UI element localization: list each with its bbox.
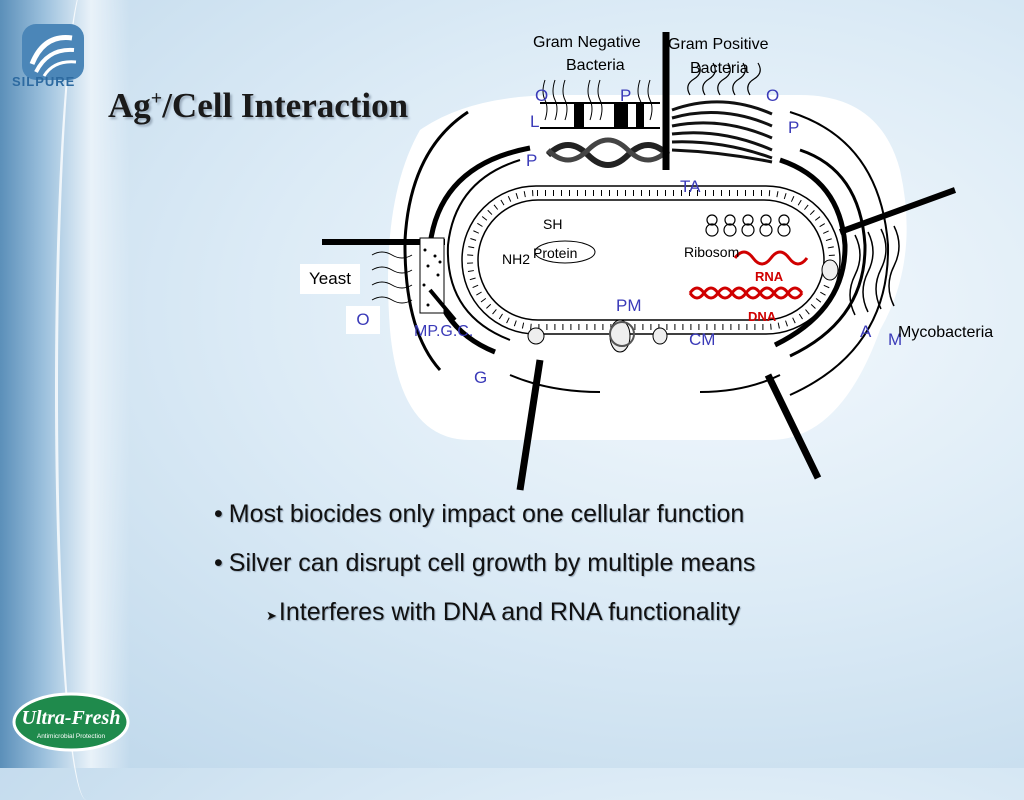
- label-p-right: P: [788, 118, 800, 137]
- gram-positive-label: Gram Positive: [668, 36, 769, 53]
- label-p-top: P: [620, 86, 632, 105]
- svg-text:Ultra-Fresh: Ultra-Fresh: [22, 707, 121, 729]
- label-ta: TA: [680, 177, 701, 196]
- ultra-fresh-logo-icon: Ultra-Fresh Antimicrobial Protection: [12, 692, 130, 752]
- label-o-top-left: O: [535, 86, 549, 105]
- nh2-label: NH2: [502, 251, 531, 267]
- mp-gc-label: MP.G.C.: [414, 323, 474, 340]
- silpure-logo-icon: [22, 24, 84, 80]
- cm-label: CM: [689, 330, 716, 349]
- label-o-top-right: O: [766, 86, 780, 105]
- cell-diagram: [322, 32, 957, 491]
- yeast-label: Yeast: [300, 264, 360, 294]
- bullet-item: •Silver can disrupt cell growth by multi…: [214, 549, 756, 577]
- rna-label: RNA: [755, 269, 784, 284]
- page-title: Ag+/Cell Interaction: [108, 86, 409, 125]
- sh-label: SH: [543, 216, 563, 232]
- sub-bullet-item: ➤Interferes with DNA and RNA functionali…: [266, 598, 741, 626]
- bullet-item: •Most biocides only impact one cellular …: [214, 500, 745, 528]
- bullet-list: •Most biocides only impact one cellular …: [214, 500, 934, 627]
- background-swoosh-line: [55, 0, 118, 800]
- label-g: G: [474, 368, 488, 387]
- arrow-icon: ➤: [266, 608, 277, 623]
- label-m: M: [888, 330, 903, 349]
- gram-positive-label-2: Bacteria: [690, 60, 749, 77]
- pm-label: PM: [616, 296, 642, 315]
- label-p-left: P: [526, 151, 538, 170]
- protein-label: Protein: [533, 245, 578, 261]
- label-a: A: [860, 322, 872, 341]
- gram-negative-label: Gram Negative: [533, 34, 641, 51]
- silpure-brand-text: SILPURE: [12, 74, 76, 89]
- svg-text:Antimicrobial Protection: Antimicrobial Protection: [37, 733, 106, 740]
- mycobacteria-label: Mycobacteria: [898, 324, 994, 341]
- label-l: L: [530, 112, 540, 131]
- ribosome-label: Ribosom: [684, 244, 740, 260]
- label-o-yeast: O: [346, 306, 380, 334]
- gram-negative-label-2: Bacteria: [566, 57, 625, 74]
- dna-label: DNA: [748, 309, 777, 324]
